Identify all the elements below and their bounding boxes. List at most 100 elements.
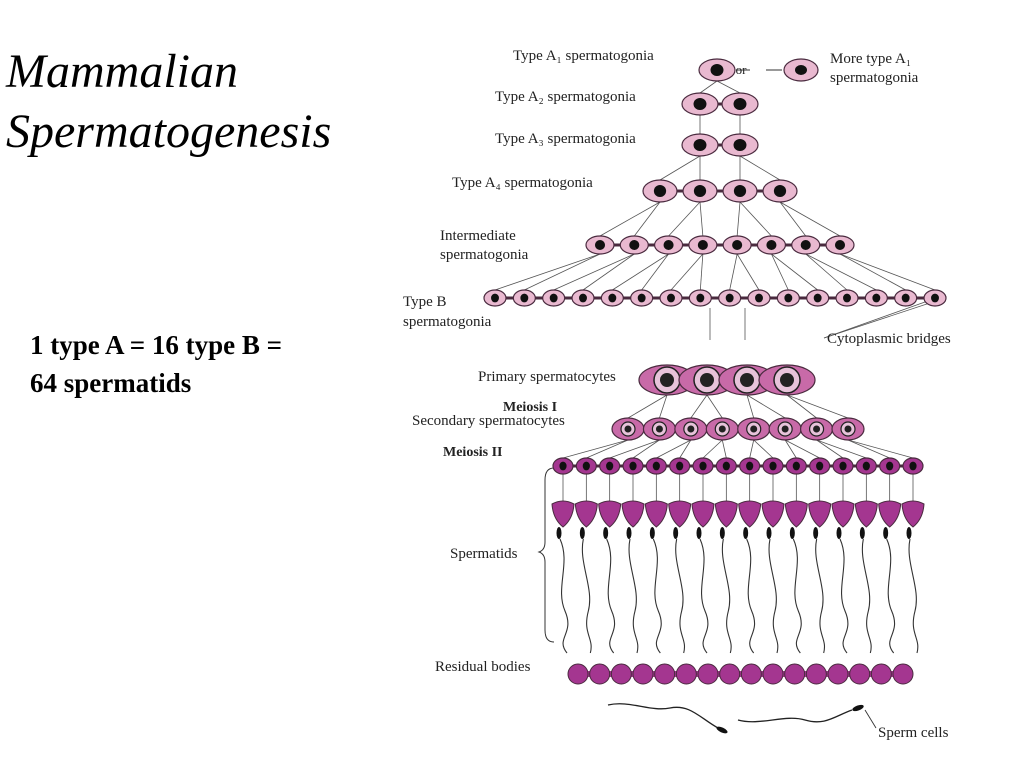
- int-b-line: [771, 253, 818, 291]
- type-b-nucleus: [667, 293, 675, 303]
- label-type-a2: Type A₂ spermatogonia: [495, 89, 636, 105]
- primary-secondary-line: [706, 394, 723, 419]
- secondary-spermatid-line: [749, 439, 755, 459]
- secondary-spermatid-line: [632, 439, 660, 459]
- round-spermatid-nucleus: [582, 461, 590, 471]
- residual-body: [740, 663, 762, 685]
- spermatid-head: [696, 527, 702, 539]
- spermatid-head: [883, 527, 889, 539]
- intermediate-nucleus: [594, 240, 606, 250]
- secondary-spermatocyte-chromatin: [844, 425, 852, 433]
- residual-body: [632, 663, 654, 685]
- body-line-1: 1 type A = 16 type B =: [30, 330, 283, 360]
- primary-spermatocyte-chromatin: [660, 373, 674, 387]
- int-b-line: [641, 253, 669, 291]
- a3-a4-line: [739, 155, 781, 181]
- label-type-a4: Type A₄ spermatogonia: [452, 175, 593, 191]
- spermatid-head: [743, 527, 749, 539]
- bridges-pointer: [823, 297, 946, 339]
- secondary-spermatid-line: [609, 439, 660, 459]
- type-b-nucleus: [696, 293, 705, 303]
- secondary-spermatid-line: [679, 439, 692, 459]
- round-spermatid-nucleus: [862, 461, 870, 471]
- intermediate-nucleus: [834, 240, 846, 250]
- primary-spermatocyte-chromatin: [780, 373, 794, 387]
- sperm-cell-head: [716, 726, 728, 734]
- label-more-a1-line1: More type A₁: [830, 51, 911, 67]
- residual-body: [870, 663, 892, 685]
- label-type-b-line1: Type B: [403, 294, 447, 310]
- label-intermediate-line2: spermatogonia: [440, 247, 529, 263]
- elongating-spermatid: [878, 500, 902, 528]
- residual-body: [719, 663, 741, 685]
- a4-int-line: [668, 201, 701, 237]
- secondary-spermatid-line: [753, 439, 774, 459]
- type-a2-nucleus: [733, 97, 747, 111]
- type-b-nucleus: [637, 293, 646, 303]
- label-secondary-spermatocytes: Secondary spermatocytes: [412, 413, 565, 429]
- round-spermatid-nucleus: [909, 461, 917, 471]
- spermatid-head: [789, 527, 795, 539]
- sperm-cell-tail: [607, 703, 719, 729]
- spermatids-bracket: [537, 467, 555, 643]
- spermatid-tail: [861, 538, 872, 654]
- residual-body: [675, 663, 697, 685]
- spermatid-tail: [839, 538, 849, 654]
- label-meiosis-i: Meiosis I: [503, 400, 557, 415]
- spermatid-head: [859, 527, 865, 539]
- type-b-nucleus: [579, 293, 587, 303]
- spermatid-head: [836, 527, 842, 539]
- residual-body: [697, 663, 719, 685]
- int-b-line: [839, 253, 906, 291]
- secondary-spermatocyte-chromatin: [750, 425, 758, 433]
- lineage-lines: [494, 80, 946, 729]
- residual-body: [567, 663, 589, 685]
- spermatid-head: [766, 527, 772, 539]
- spermatid-head: [556, 527, 562, 539]
- sperm-cell-head: [852, 704, 864, 712]
- spermatid-tail: [886, 538, 896, 654]
- int-b-line: [729, 253, 738, 291]
- round-spermatid-nucleus: [676, 461, 684, 471]
- secondary-spermatocyte-chromatin: [624, 425, 632, 433]
- elongating-spermatid: [831, 500, 855, 528]
- residual-body: [849, 663, 871, 685]
- elongating-spermatid: [808, 500, 832, 528]
- intermediate-nucleus: [732, 240, 743, 250]
- elongating-spermatid: [644, 500, 668, 528]
- secondary-spermatid-line: [562, 439, 629, 459]
- a4-int-line: [736, 201, 741, 237]
- primary-secondary-line: [690, 394, 708, 419]
- round-spermatid-nucleus: [652, 461, 660, 471]
- spermatid-tail: [628, 538, 639, 654]
- type-a2-nucleus: [693, 97, 707, 111]
- elongating-spermatid: [784, 500, 808, 528]
- residual-body: [610, 663, 632, 685]
- int-b-line: [494, 253, 601, 291]
- type-b-nucleus: [755, 293, 763, 303]
- spermatid-head: [603, 527, 609, 539]
- slide-title-line-2: Spermatogenesis: [6, 105, 332, 158]
- a4-int-line: [739, 201, 772, 237]
- secondary-spermatid-line: [784, 439, 797, 459]
- elongating-spermatid: [551, 500, 575, 528]
- residual-body: [892, 663, 914, 685]
- type-a4-nucleus: [653, 184, 667, 198]
- label-intermediate-line1: Intermediate: [440, 228, 516, 244]
- elongating-spermatid: [901, 500, 925, 528]
- elongating-spermatid: [854, 500, 878, 528]
- intermediate-nucleus: [800, 240, 811, 250]
- spermatid-head: [626, 527, 632, 539]
- primary-secondary-line: [627, 394, 668, 419]
- type-b-nucleus: [725, 293, 734, 303]
- residual-body: [784, 663, 806, 685]
- type-b-nucleus: [520, 293, 529, 303]
- spermatid-tail: [908, 538, 919, 654]
- elongating-spermatid: [621, 500, 645, 528]
- intermediate-nucleus: [697, 240, 708, 250]
- secondary-spermatocyte-chromatin: [781, 425, 789, 433]
- spermatid-tail: [815, 538, 826, 654]
- label-more-a1-line2: spermatogonia: [830, 70, 919, 86]
- int-b-line: [553, 253, 635, 291]
- type-b-nucleus: [784, 293, 793, 303]
